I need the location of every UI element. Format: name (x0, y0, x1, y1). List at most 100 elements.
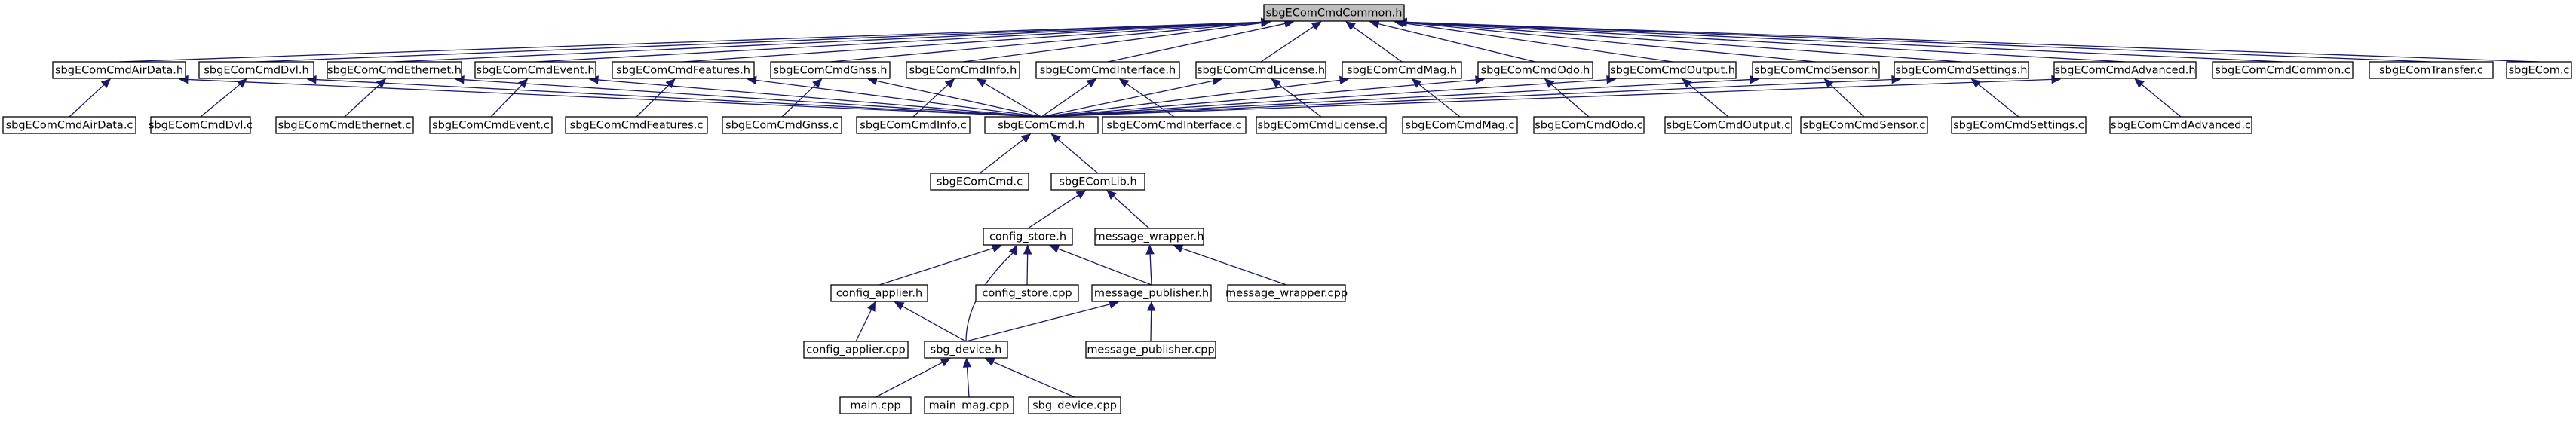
edge-info_c-to-info_h (912, 84, 949, 118)
node-odo-c[interactable]: sbgEComCmdOdo.c (1533, 116, 1645, 134)
node-label: sbgEComCmdGnss.c (725, 120, 839, 132)
node-label: sbgEComCmdSensor.h (1754, 65, 1878, 77)
arrowhead-interface_h (1118, 78, 1130, 88)
node-box (2369, 61, 2494, 79)
node-main-cpp[interactable]: main.cpp (839, 396, 912, 414)
node-cmd-h[interactable]: sbgEComCmd.h (984, 116, 1099, 134)
node-label: sbgEComCmdAdvanced.h (2054, 65, 2195, 77)
node-info-h[interactable]: sbgEComCmdInfo.h (906, 61, 1020, 79)
node-settings-h[interactable]: sbgEComCmdSettings.h (1894, 61, 2029, 79)
node-label: sbgEComCmdAdvanced.c (2111, 120, 2251, 132)
node-label: message_wrapper.cpp (1225, 288, 1348, 300)
node-transfer-c[interactable]: sbgEComTransfer.c (2369, 61, 2494, 79)
node-label: sbgEComLib.h (1059, 176, 1136, 188)
node-box (474, 61, 596, 79)
node-box (1094, 228, 1204, 246)
node-common-h: sbgEComCmdCommon.h (1263, 4, 1405, 22)
edge-cmd_h-to-advanced_h (1041, 78, 2053, 118)
node-box (803, 341, 909, 359)
node-config-applier-h[interactable]: config_applier.h (830, 284, 928, 302)
edge-common_c-to-common_h (1406, 21, 2283, 63)
node-dvl-c[interactable]: sbgEComCmdDvl.c (149, 116, 253, 134)
node-config-store-h[interactable]: config_store.h (983, 228, 1073, 246)
node-lib-h[interactable]: sbgEComLib.h (1050, 173, 1145, 191)
edge-cmd_h-to-dvl_h (315, 78, 1042, 118)
node-box (1195, 61, 1326, 79)
node-sbg-device-h[interactable]: sbg_device.h (924, 341, 1008, 359)
node-message-wrapper-cpp[interactable]: message_wrapper.cpp (1225, 284, 1348, 302)
node-ethernet-h[interactable]: sbgEComCmdEthernet.h (327, 61, 462, 79)
node-features-h[interactable]: sbgEComCmdFeatures.h (612, 61, 755, 79)
node-config-store-cpp[interactable]: config_store.cpp (975, 284, 1079, 302)
edge-gnss_h-to-common_h (830, 22, 1262, 63)
node-message-wrapper-h[interactable]: message_wrapper.h (1094, 228, 1204, 246)
node-info-c[interactable]: sbgEComCmdInfo.c (856, 116, 971, 134)
node-mag-h[interactable]: sbgEComCmdMag.h (1342, 61, 1462, 79)
node-features-c[interactable]: sbgEComCmdFeatures.c (565, 116, 708, 134)
node-airdata-c[interactable]: sbgEComCmdAirData.c (2, 116, 136, 134)
node-label: sbgEComCmdAirData.h (55, 65, 183, 77)
arrowhead-license_h (1271, 78, 1282, 88)
node-sbg-device-cpp[interactable]: sbg_device.cpp (1028, 396, 1121, 414)
node-gnss-c[interactable]: sbgEComCmdGnss.c (722, 116, 842, 134)
node-interface-c[interactable]: sbgEComCmdInterface.c (1102, 116, 1247, 134)
node-cmd-c[interactable]: sbgEComCmd.c (930, 173, 1029, 191)
node-box (830, 284, 928, 302)
arrowhead-message_wrapper_h (1145, 244, 1155, 255)
node-airdata-h[interactable]: sbgEComCmdAirData.h (52, 61, 186, 79)
node-label: sbgEComCmdMag.h (1347, 65, 1457, 77)
node-box (1608, 61, 1737, 79)
arrowhead-interface_h (1086, 78, 1097, 88)
node-sensor-h[interactable]: sbgEComCmdSensor.h (1752, 61, 1880, 79)
edge-lib_h-to-cmd_h (1057, 139, 1099, 174)
node-box (1752, 61, 1880, 79)
edge-config_store_cpp-to-config_store_h (1026, 253, 1029, 286)
arrowhead-common_h (1345, 21, 1356, 31)
node-label: sbgEComCmdCommon.c (2215, 65, 2351, 77)
node-label: sbgEComCmdLicense.h (1197, 65, 1325, 77)
node-label: sbgECom.c (2509, 65, 2570, 77)
node-ecom-c[interactable]: sbgECom.c (2506, 61, 2572, 79)
node-output-h[interactable]: sbgEComCmdOutput.h (1608, 61, 1737, 79)
node-box (1664, 116, 1792, 134)
arrowhead-message_publisher_h (1146, 301, 1156, 311)
node-event-h[interactable]: sbgEComCmdEvent.h (474, 61, 596, 79)
node-mag-c[interactable]: sbgEComCmdMag.c (1402, 116, 1518, 134)
arrowhead-dvl_h (237, 78, 247, 88)
edge-ethernet_h-to-common_h (394, 21, 1262, 63)
node-dvl-h[interactable]: sbgEComCmdDvl.h (198, 61, 314, 79)
edge-main_cpp-to-sbg_device_h (875, 362, 943, 398)
node-license-c[interactable]: sbgEComCmdLicense.c (1256, 116, 1387, 134)
node-box (924, 341, 1008, 359)
node-message-publisher-h[interactable]: message_publisher.h (1091, 284, 1212, 302)
node-settings-c[interactable]: sbgEComCmdSettings.c (1951, 116, 2087, 134)
node-advanced-h[interactable]: sbgEComCmdAdvanced.h (2053, 61, 2197, 79)
node-label: sbgEComCmdSettings.c (1953, 120, 2084, 132)
node-box (150, 116, 251, 134)
node-label: config_applier.h (836, 288, 922, 300)
node-odo-h[interactable]: sbgEComCmdOdo.h (1477, 61, 1593, 79)
node-config-applier-cpp[interactable]: config_applier.cpp (803, 341, 909, 359)
node-advanced-c[interactable]: sbgEComCmdAdvanced.c (2109, 116, 2252, 134)
node-interface-h[interactable]: sbgEComCmdInterface.h (1035, 61, 1180, 79)
edge-settings_h-to-common_h (1406, 22, 1962, 63)
arrowhead-cmd_h (1050, 133, 1062, 143)
edge-message_publisher_h-to-config_store_h (1057, 248, 1152, 286)
node-box (327, 61, 462, 79)
edge-sensor_c-to-sensor_h (1830, 84, 1865, 118)
arrowhead-config_applier_h (894, 301, 905, 310)
node-license-h[interactable]: sbgEComCmdLicense.h (1195, 61, 1326, 79)
node-output-c[interactable]: sbgEComCmdOutput.c (1664, 116, 1792, 134)
node-label: main_mag.cpp (929, 400, 1010, 412)
node-sensor-c[interactable]: sbgEComCmdSensor.c (1800, 116, 1928, 134)
node-message-publisher-cpp[interactable]: message_publisher.cpp (1085, 341, 1216, 359)
node-ethernet-c[interactable]: sbgEComCmdEthernet.c (275, 116, 414, 134)
edge-gnss_c-to-gnss_h (781, 84, 816, 118)
arrowhead-config_store_h (1023, 244, 1032, 255)
node-gnss-h[interactable]: sbgEComCmdGnss.h (770, 61, 891, 79)
node-event-c[interactable]: sbgEComCmdEvent.c (429, 116, 553, 134)
node-label: sbgEComCmdAirData.c (6, 120, 133, 132)
node-common-c[interactable]: sbgEComCmdCommon.c (2212, 61, 2354, 79)
node-label: sbgEComCmdLicense.c (1258, 120, 1385, 132)
node-main-mag-cpp[interactable]: main_mag.cpp (924, 396, 1014, 414)
